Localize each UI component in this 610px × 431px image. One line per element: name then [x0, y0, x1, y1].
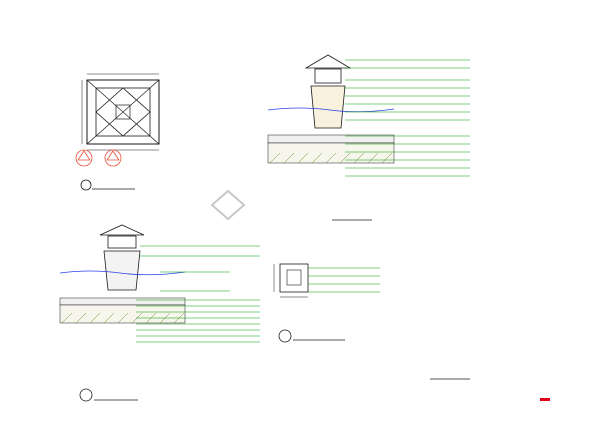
corner-red-mark	[540, 398, 550, 401]
lantern-roof	[304, 54, 352, 69]
lantern-body-section	[310, 85, 346, 129]
section2-opening	[286, 269, 302, 286]
numbered-circle-icon	[79, 388, 93, 402]
diamond-logo-icon	[210, 189, 246, 221]
plan-center	[115, 104, 131, 120]
numbered-circle-icon	[80, 179, 92, 191]
base-layers	[59, 304, 186, 324]
section-marker-right	[104, 149, 122, 167]
base-layers	[267, 142, 395, 164]
lantern-firebox	[107, 235, 137, 249]
section-marker-left	[75, 149, 93, 167]
section-view-1	[267, 54, 470, 221]
section2-annotation-leaders	[308, 267, 380, 293]
water-line	[59, 270, 186, 276]
numbered-circle-icon	[278, 329, 292, 343]
section1-annotation-leaders	[345, 59, 470, 177]
section2-outline	[279, 263, 309, 293]
circle-with-triangle-icon	[77, 150, 91, 161]
water-line	[267, 107, 395, 113]
watermark	[210, 189, 246, 221]
lantern-firebox	[314, 68, 342, 84]
plan-diamond	[95, 87, 151, 137]
paving-layer	[59, 297, 186, 306]
circle-with-triangle-icon	[106, 150, 120, 161]
section-view-2	[273, 263, 380, 343]
plan-view	[75, 73, 160, 191]
soil-hatch	[269, 152, 393, 164]
elevation-view	[59, 224, 260, 402]
lantern-roof	[99, 224, 145, 236]
lantern-body	[103, 250, 141, 291]
plan-diagonals	[86, 79, 160, 145]
plan-outline	[86, 79, 160, 145]
elevation-annotation-leaders	[136, 245, 260, 343]
